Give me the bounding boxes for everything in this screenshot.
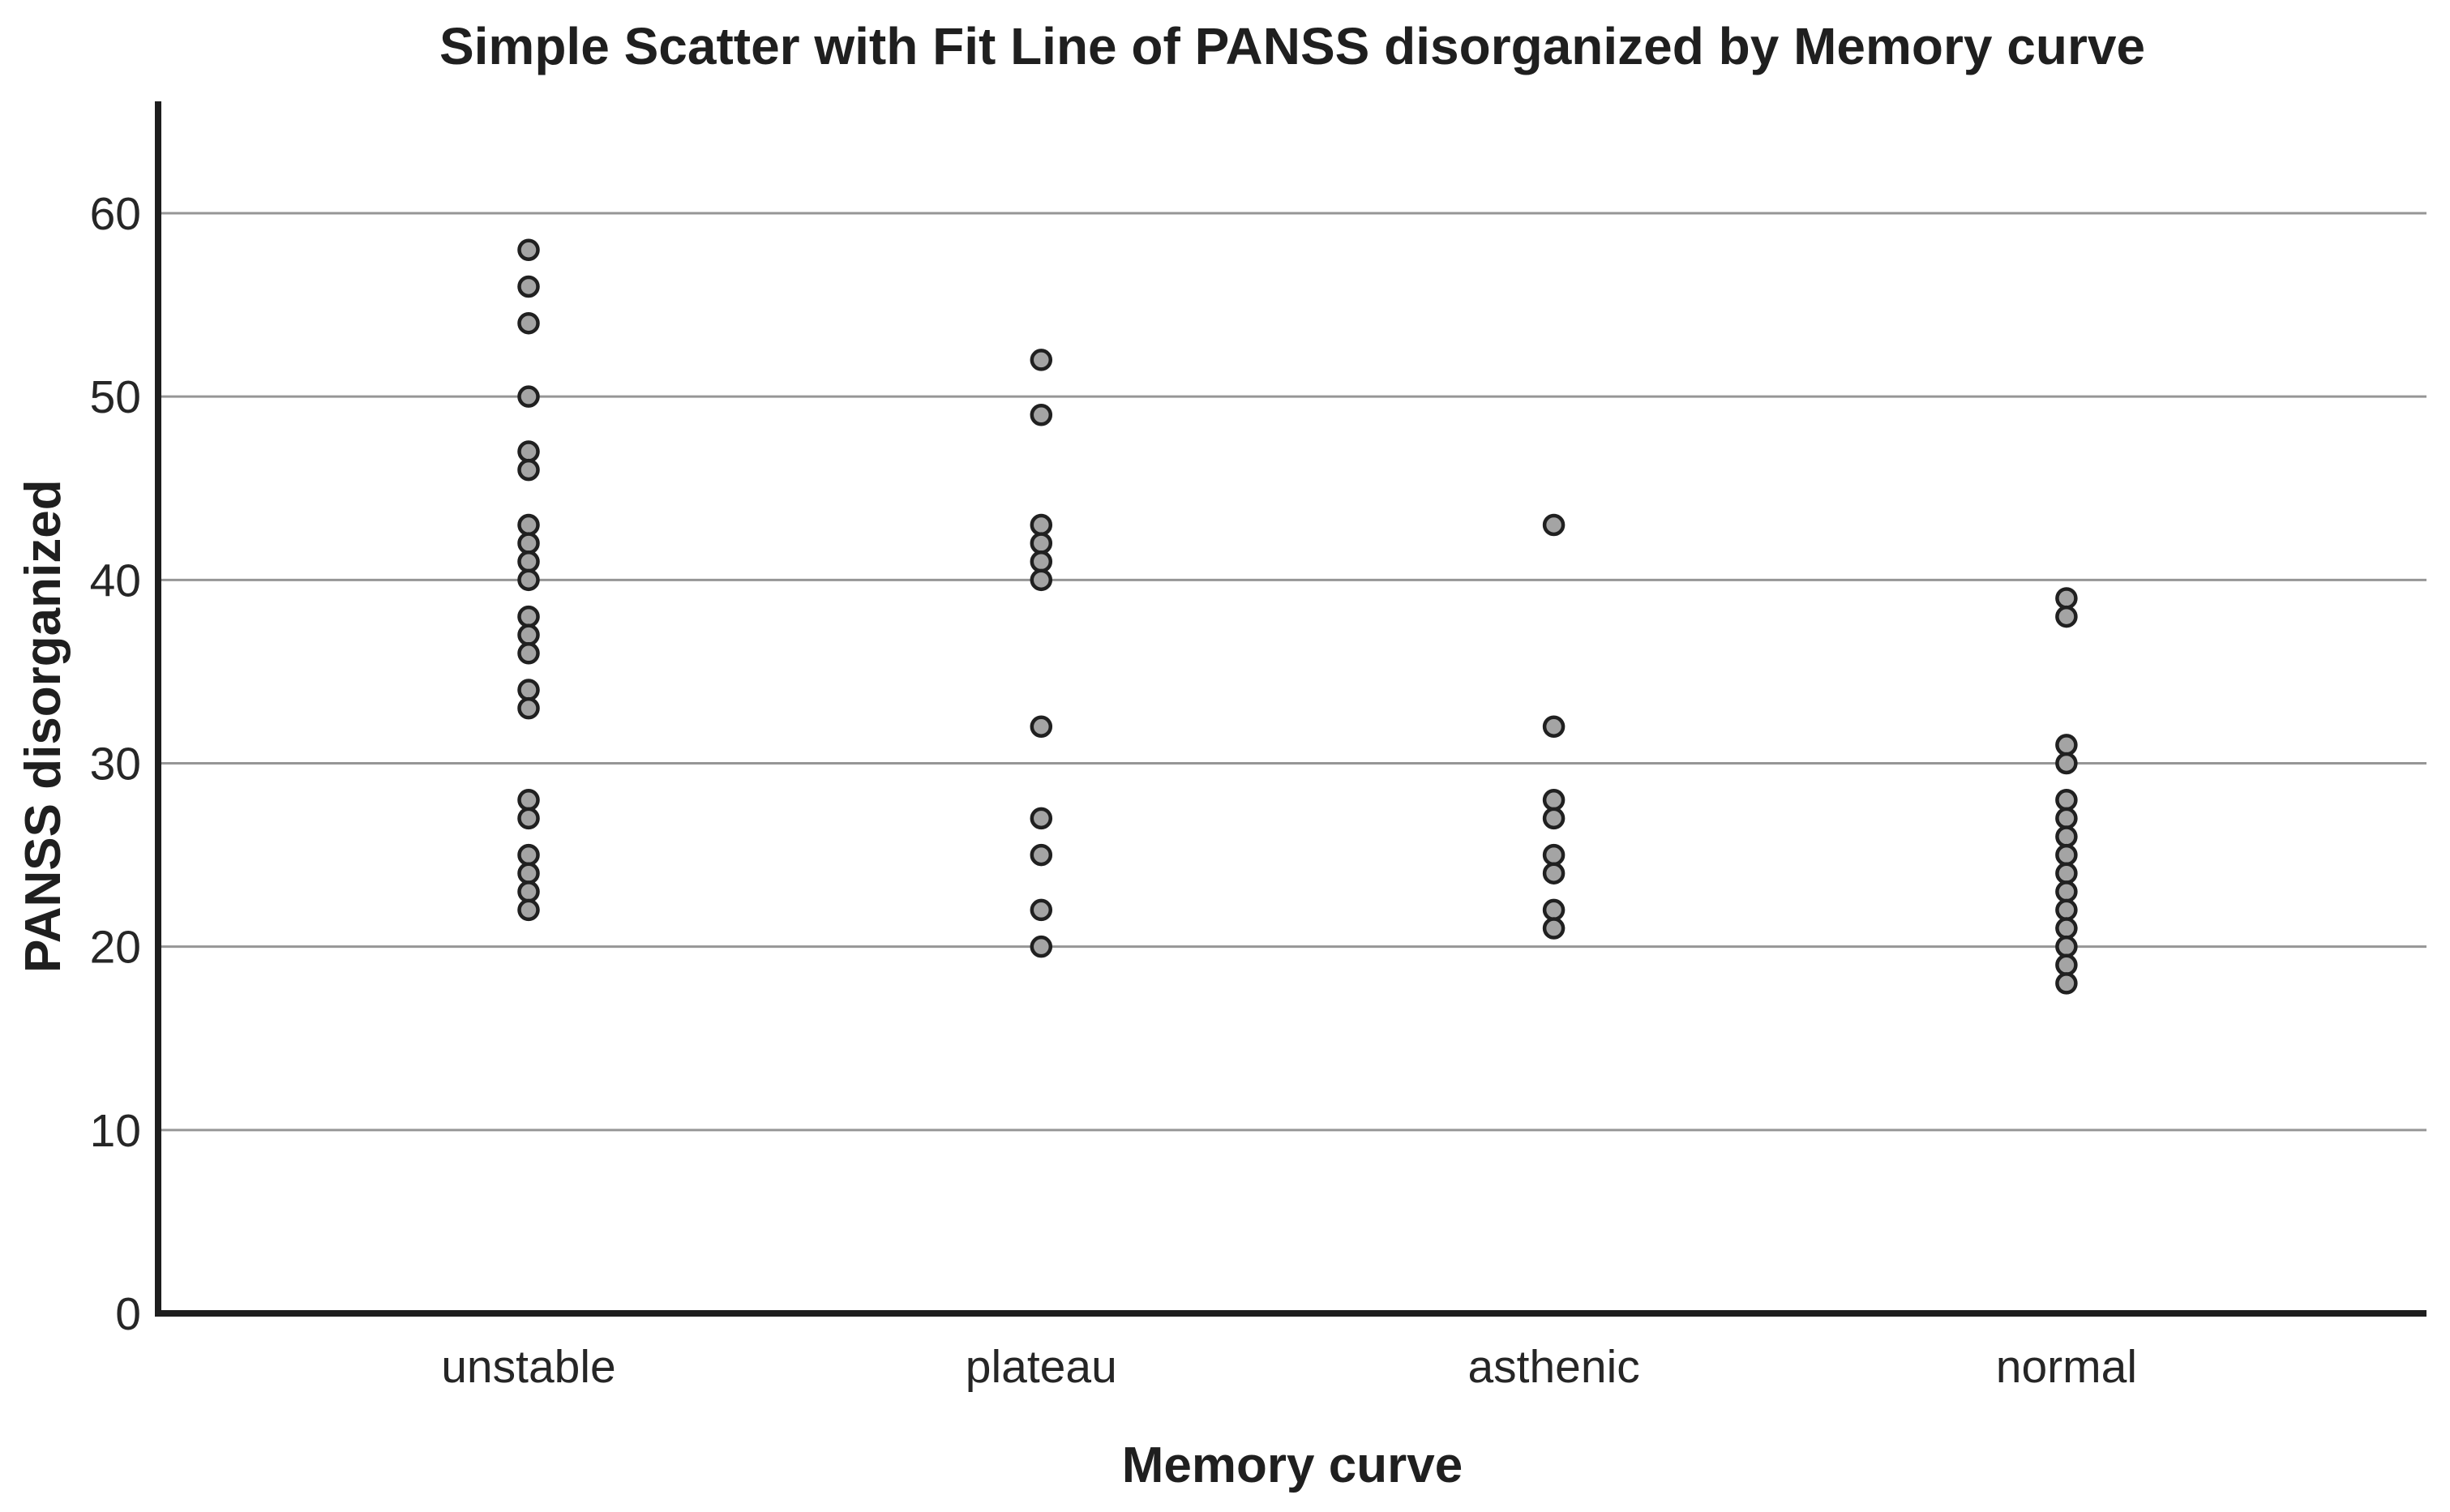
data-point bbox=[2055, 953, 2078, 977]
data-point bbox=[517, 532, 540, 555]
data-point bbox=[2055, 734, 2078, 756]
data-point bbox=[1542, 843, 1566, 867]
data-point bbox=[2055, 972, 2078, 995]
data-point bbox=[1542, 513, 1566, 537]
data-point bbox=[1030, 404, 1053, 426]
x-category-label: normal bbox=[1996, 1341, 2137, 1393]
data-point bbox=[1030, 513, 1053, 537]
data-point bbox=[517, 385, 540, 408]
data-point bbox=[2055, 587, 2078, 610]
data-point bbox=[517, 311, 540, 335]
data-point bbox=[1542, 862, 1566, 884]
y-tick-label: 0 bbox=[115, 1288, 141, 1340]
data-point bbox=[1030, 898, 1053, 922]
data-point bbox=[1542, 917, 1566, 940]
data-point bbox=[517, 623, 540, 646]
data-point bbox=[517, 862, 540, 884]
data-point bbox=[1542, 898, 1566, 922]
y-tick-label: 30 bbox=[90, 739, 141, 790]
x-axis-title: Memory curve bbox=[1121, 1437, 1463, 1493]
data-point bbox=[517, 568, 540, 592]
data-point bbox=[2055, 880, 2078, 903]
chart-title: Simple Scatter with Fit Line of PANSS di… bbox=[439, 17, 2146, 75]
data-point bbox=[1030, 568, 1053, 592]
data-point bbox=[1030, 550, 1053, 573]
data-point bbox=[1030, 532, 1053, 555]
x-category-label: plateau bbox=[966, 1341, 1117, 1393]
data-point bbox=[2055, 605, 2078, 628]
y-tick-label: 60 bbox=[90, 188, 141, 240]
data-point bbox=[517, 513, 540, 537]
data-point bbox=[517, 275, 540, 298]
data-point bbox=[1030, 349, 1053, 371]
data-point bbox=[2055, 898, 2078, 922]
data-point bbox=[517, 679, 540, 701]
data-point bbox=[517, 550, 540, 573]
data-point bbox=[2055, 788, 2078, 812]
data-point bbox=[1030, 843, 1053, 867]
data-point bbox=[517, 696, 540, 720]
data-point bbox=[1542, 715, 1566, 739]
data-point bbox=[1542, 807, 1566, 830]
data-point bbox=[517, 605, 540, 628]
data-point bbox=[517, 843, 540, 867]
data-point bbox=[1030, 807, 1053, 830]
y-tick-label: 20 bbox=[90, 922, 141, 974]
data-point bbox=[2055, 862, 2078, 884]
data-point bbox=[2055, 825, 2078, 848]
data-point bbox=[517, 788, 540, 812]
y-tick-label: 40 bbox=[90, 555, 141, 606]
data-point bbox=[517, 807, 540, 830]
x-category-label: asthenic bbox=[1467, 1341, 1639, 1393]
x-category-label: unstable bbox=[441, 1341, 616, 1393]
data-point bbox=[517, 880, 540, 903]
y-tick-label: 10 bbox=[90, 1105, 141, 1157]
y-tick-label: 50 bbox=[90, 371, 141, 423]
data-point bbox=[517, 238, 540, 261]
data-point bbox=[517, 458, 540, 482]
data-point bbox=[517, 898, 540, 922]
data-point bbox=[2055, 935, 2078, 958]
data-point bbox=[1030, 715, 1053, 739]
data-point bbox=[517, 440, 540, 463]
data-point bbox=[1030, 935, 1053, 958]
data-point bbox=[2055, 752, 2078, 775]
data-point bbox=[2055, 917, 2078, 940]
data-point bbox=[517, 642, 540, 665]
data-point bbox=[2055, 843, 2078, 867]
data-point bbox=[2055, 807, 2078, 830]
data-point bbox=[1542, 788, 1566, 812]
